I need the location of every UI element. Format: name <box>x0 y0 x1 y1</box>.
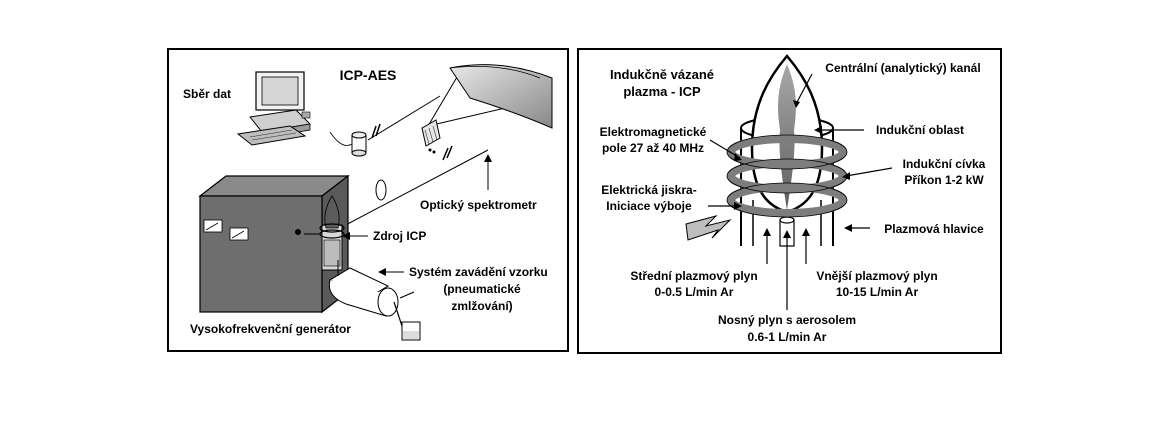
em-field-label-1: Elektromagnetické <box>600 125 707 139</box>
data-collection-label: Sběr dat <box>183 87 231 101</box>
pointer-arrowheads <box>734 100 852 238</box>
sample-intro-label-1: Systém zavádění vzorku <box>409 265 548 279</box>
right-panel-title-1: Indukčně vázané <box>610 67 714 82</box>
mirror-icon <box>449 64 553 129</box>
coil-label-2: Příkon 1-2 kW <box>904 173 984 187</box>
icp-source-arrow <box>342 232 368 240</box>
computer-icon <box>236 71 312 146</box>
left-panel: ICP-AES Sběr dat Optický spektrometr Zdr… <box>167 48 569 352</box>
torch-label: Plazmová hlavice <box>884 222 984 236</box>
outer-gas-label-1: Vnější plazmový plyn <box>816 269 937 283</box>
middle-gas-label-2: 0-0.5 L/min Ar <box>655 285 734 299</box>
carrier-gas-label-1: Nosný plyn s aerosolem <box>718 313 856 327</box>
right-panel: Indukčně vázané plazma - ICP Centrální (… <box>577 48 1002 354</box>
sample-intro-icon <box>328 260 421 341</box>
left-panel-title: ICP-AES <box>340 67 397 83</box>
right-panel-title-2: plazma - ICP <box>623 84 701 99</box>
em-field-label-2: pole 27 až 40 MHz <box>602 141 704 155</box>
middle-gas-label-1: Střední plazmový plyn <box>630 269 757 283</box>
sample-intro-label-2: (pneumatické <box>443 282 521 296</box>
rf-generator-label: Vysokofrekvenční generátor <box>190 322 351 336</box>
central-channel-label: Centrální (analytický) kanál <box>825 61 980 75</box>
induction-coil-outline <box>726 134 848 218</box>
grating-icon <box>421 119 441 154</box>
outer-gas-label-2: 10-15 L/min Ar <box>836 285 919 299</box>
optical-path <box>339 71 549 229</box>
induction-zone-label: Indukční oblast <box>876 123 964 137</box>
coil-label-1: Indukční cívka <box>903 157 986 171</box>
rf-generator-box <box>198 174 350 314</box>
induction-coil-icon <box>727 135 847 217</box>
sample-intro-arrow <box>378 268 404 276</box>
icp-torch-icon <box>304 195 345 271</box>
sample-intro-label-3: zmlžování) <box>451 299 512 313</box>
plasma-flame-icon <box>750 54 824 214</box>
spectrometer-arrow <box>484 154 492 190</box>
detector-icon <box>329 131 367 157</box>
spark-icon <box>685 215 732 241</box>
icp-source-label: Zdroj ICP <box>373 229 426 243</box>
spark-label-1: Elektrická jiskra- <box>601 183 696 197</box>
spark-label-2: Iniciace výboje <box>606 199 692 213</box>
optical-spectrometer-label: Optický spektrometr <box>420 198 537 212</box>
carrier-gas-label-2: 0.6-1 L/min Ar <box>748 330 827 344</box>
